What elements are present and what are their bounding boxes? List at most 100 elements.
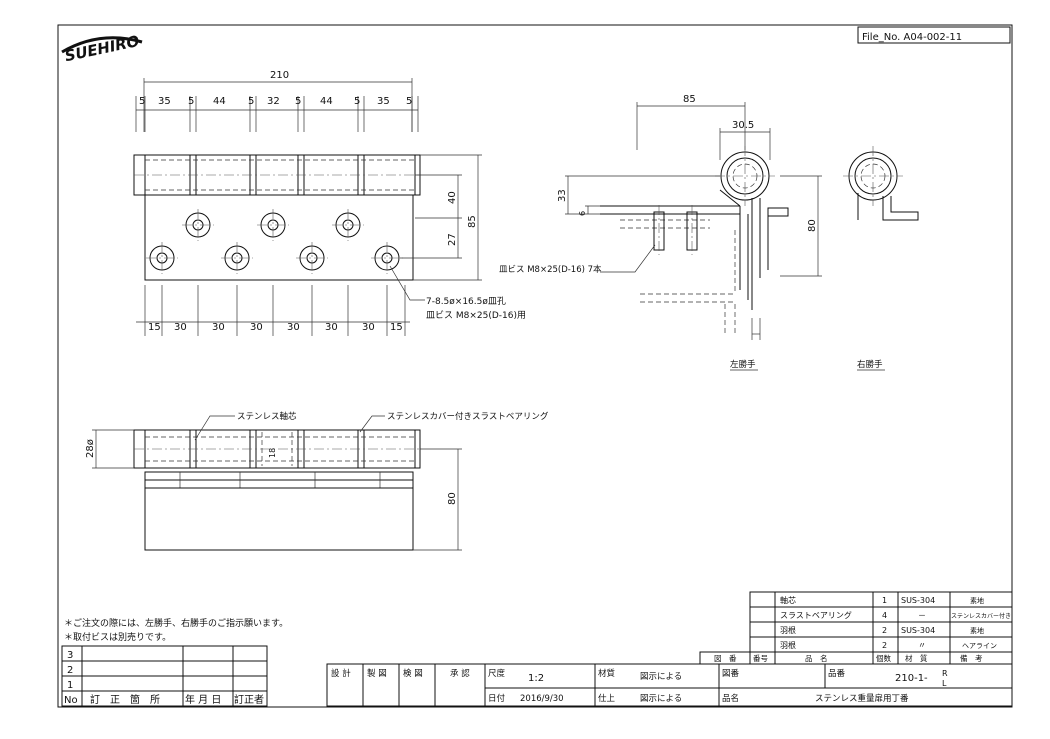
part-note: ヘアライン <box>962 642 997 650</box>
rev-row: 2 <box>67 665 73 676</box>
material-label: 材質 <box>598 668 616 679</box>
top-dim: 44 <box>320 96 333 107</box>
hole-note: 皿ビス M8×25(D-16)用 <box>426 310 526 321</box>
countersunk-hole <box>182 209 214 241</box>
rev-header: 訂正者 <box>234 693 264 706</box>
date-value: 2016/9/30 <box>520 694 564 704</box>
note-line: ＊ご注文の際には、左勝手、右勝手のご指示願います。 <box>64 617 288 629</box>
top-dim: 35 <box>158 96 171 107</box>
parts-header: 品 名 <box>805 653 828 663</box>
axis-label: ステンレス軸芯 <box>237 411 297 422</box>
approval-cell: 製 図 <box>367 668 387 679</box>
countersunk-hole <box>296 242 328 274</box>
parts-header: 図 番 <box>714 653 737 663</box>
part-name: 羽根 <box>780 625 796 635</box>
parts-header: 個数 <box>876 653 891 663</box>
bottom-dim: 30 <box>362 322 375 333</box>
part-suffix-l: L <box>942 679 947 688</box>
countersunk-hole <box>332 209 364 241</box>
part-qty: 1 <box>882 596 887 605</box>
height-85-dim: 85 <box>467 215 478 228</box>
part-name: 羽根 <box>780 640 796 650</box>
top-dim: 44 <box>213 96 226 107</box>
drawing-no-label: 図番 <box>722 668 740 679</box>
sheet-border <box>57 24 1013 708</box>
height-27-dim: 27 <box>447 233 458 246</box>
bottom-dim: 15 <box>390 322 403 333</box>
part-note: 素地 <box>970 596 984 605</box>
countersunk-hole <box>221 242 253 274</box>
height-40-dim: 40 <box>447 191 458 204</box>
top-dim: 32 <box>267 96 280 107</box>
countersunk-hole <box>257 209 289 241</box>
rev-row: 3 <box>67 650 73 661</box>
rev-row: 1 <box>67 680 73 691</box>
inner-dia-dim: 18 <box>268 448 277 458</box>
name-label: 品名 <box>722 693 739 704</box>
part-qty: 4 <box>882 611 887 620</box>
countersunk-hole <box>371 242 403 274</box>
rev-header: No <box>64 695 78 706</box>
finish-value: 図示による <box>640 694 682 704</box>
top-dim: 5 <box>406 96 412 107</box>
part-material: 〃 <box>918 641 926 650</box>
approval-cell: 設 計 <box>331 668 351 679</box>
part-note: 素地 <box>970 626 984 635</box>
screw-note: 皿ビス M8×25(D-16) 7本 <box>499 264 602 275</box>
file-no: File_No. A04-002-11 <box>862 32 962 43</box>
bottom-view: 18 28ø 80 ステンレス軸芯 ステンレスカバー付きスラストベアリング <box>85 411 549 551</box>
right-hand-label: 右勝手 <box>857 359 883 370</box>
part-material: SUS-304 <box>901 626 935 635</box>
note-line: ＊取付ビスは別売りです。 <box>64 631 171 643</box>
suehiro-logo: SUEHIRO <box>61 32 143 65</box>
top-dim: 5 <box>248 96 254 107</box>
dim-30-5: 30.5 <box>732 120 754 131</box>
bottom-dim: 30 <box>250 322 263 333</box>
rev-header: 訂 正 箇 所 <box>90 693 160 706</box>
parts-header: 材 質 <box>905 653 928 663</box>
top-dim: 5 <box>354 96 360 107</box>
hole-note: 7-8.5ø×16.5ø皿孔 <box>426 296 506 307</box>
left-hand-label: 左勝手 <box>730 359 756 370</box>
dim-33: 33 <box>557 189 568 202</box>
scale-value: 1:2 <box>528 673 544 684</box>
parts-header: 番号 <box>753 653 768 663</box>
dim-6: 6 <box>578 211 587 216</box>
overall-width-dim: 210 <box>270 70 289 81</box>
part-no-value: 210-1- <box>895 673 928 684</box>
part-suffix-r: R <box>942 669 948 678</box>
bottom-dim: 30 <box>212 322 225 333</box>
part-note: ステンレスカバー付き <box>951 612 1011 620</box>
top-dim: 35 <box>377 96 390 107</box>
bottom-dim: 15 <box>148 322 161 333</box>
dim-80: 80 <box>807 219 818 232</box>
top-dim: 5 <box>188 96 194 107</box>
countersunk-hole <box>146 242 178 274</box>
top-dim: 5 <box>139 96 145 107</box>
part-name: 軸芯 <box>780 595 796 605</box>
bottom-dim: 30 <box>325 322 338 333</box>
scale-label: 尺度 <box>488 668 506 679</box>
title-block: 設 計 製 図 検 図 承 認 尺度 1:2 日付 2016/9/30 材質 図… <box>326 663 1013 707</box>
date-label: 日付 <box>488 693 506 704</box>
parts-header: 備 考 <box>960 653 983 663</box>
bottom-dim: 30 <box>287 322 300 333</box>
section-view: 85 30.5 33 6 <box>499 94 919 371</box>
parts-list: 軸芯 1 SUS-304 素地 スラストベアリング 4 － ステンレスカバー付き… <box>699 591 1013 665</box>
part-qty: 2 <box>882 641 887 650</box>
revision-table: 3 2 1 No 訂 正 箇 所 年 月 日 訂正者 <box>61 645 268 707</box>
part-no-label: 品番 <box>828 668 846 679</box>
material-value: 図示による <box>640 672 682 682</box>
bottom-dim: 30 <box>174 322 187 333</box>
part-qty: 2 <box>882 626 887 635</box>
front-view: 210 5 35 5 44 5 32 5 44 5 35 5 <box>133 70 526 336</box>
dia-28-dim: 28ø <box>85 439 96 458</box>
part-material: SUS-304 <box>901 596 935 605</box>
file-no-box <box>857 26 1011 44</box>
bearing-label: ステンレスカバー付きスラストベアリング <box>387 411 549 422</box>
approval-cell: 検 図 <box>403 668 423 679</box>
part-name: スラストベアリング <box>780 610 852 620</box>
name-value: ステンレス重量扉用丁番 <box>815 693 909 704</box>
height-80-dim: 80 <box>447 492 458 505</box>
